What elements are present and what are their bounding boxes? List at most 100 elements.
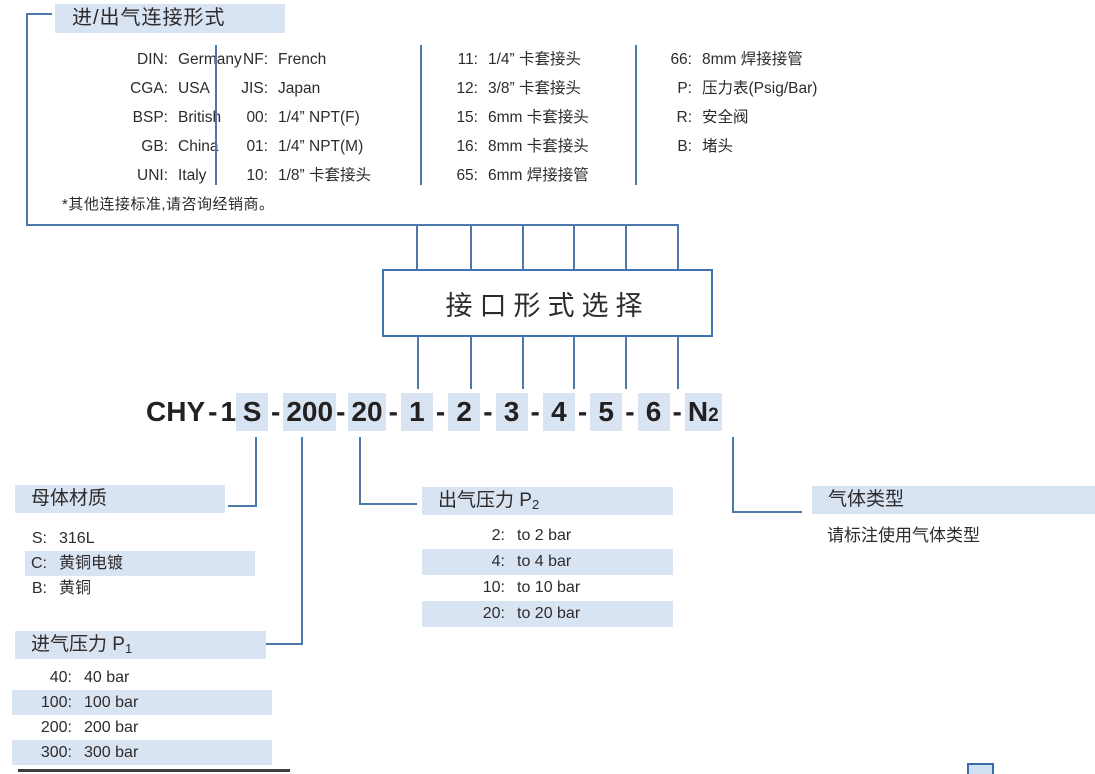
option-value: 1/8” 卡套接头 — [278, 167, 372, 184]
model-code-segment: 3 — [495, 393, 528, 431]
model-code-segment: - — [531, 393, 540, 431]
connection-option-row: 11:1/4” 卡套接头 — [445, 45, 589, 74]
connector-stub-lower-4 — [573, 337, 575, 389]
connection-option-row: 66:8mm 焊接接管 — [659, 45, 817, 74]
option-key: S: — [31, 530, 47, 547]
connector-stub-lower-1 — [417, 337, 419, 389]
connection-option-row: 01:1/4” NPT(M) — [235, 132, 371, 161]
gas-type-connector-v — [732, 437, 734, 513]
model-code-segment: 4 — [542, 393, 575, 431]
connection-option-row: 65:6mm 焊接接管 — [445, 161, 588, 190]
model-code-segment: 2 — [448, 393, 481, 431]
option-row: 40: 40 bar — [12, 665, 272, 690]
option-value: 300 bar — [84, 744, 139, 761]
connection-option-row: R:安全阀 — [659, 103, 817, 132]
option-key: CGA: — [130, 80, 168, 97]
model-code-segment: - — [673, 393, 682, 431]
option-key: 300: — [40, 744, 72, 761]
option-value: 1/4” 卡套接头 — [488, 51, 582, 68]
option-row: S:316L — [25, 526, 255, 551]
connection-option-row: 12:3/8” 卡套接头 — [445, 74, 589, 103]
option-value: 40 bar — [84, 669, 130, 686]
connection-option-row: 00:1/4” NPT(F) — [235, 103, 371, 132]
option-value: Italy — [178, 167, 207, 184]
option-value: 100 bar — [84, 694, 139, 711]
option-key: GB: — [141, 138, 168, 155]
page-corner-box — [967, 763, 994, 774]
inlet-pressure-connector-h — [266, 643, 303, 645]
model-code-text: - — [435, 396, 446, 427]
model-code-segment: 20 — [348, 393, 386, 431]
option-key: 20: — [482, 605, 505, 622]
connector-horizontal-main — [26, 224, 679, 226]
connection-option-row: 10:1/8” 卡套接头 — [235, 161, 371, 190]
option-key: 40: — [49, 669, 72, 686]
option-key: JIS: — [241, 80, 268, 97]
option-value: Germany — [178, 51, 242, 68]
connection-option-row: CGA:USA — [98, 74, 242, 103]
option-key: 65: — [456, 167, 478, 184]
option-key: 4: — [491, 553, 505, 570]
inlet-pressure-title: 进气压力 P1 — [15, 631, 266, 659]
model-code-segment: 5 — [590, 393, 623, 431]
option-value: to 4 bar — [517, 553, 572, 570]
bracket-vertical-line — [26, 13, 28, 226]
option-key: 200: — [40, 719, 72, 736]
option-value: 200 bar — [84, 719, 139, 736]
model-code-segment: - — [578, 393, 587, 431]
option-row: 20: to 20 bar — [422, 601, 673, 627]
connection-option-row: GB: China — [98, 132, 242, 161]
model-code-subscript: 2 — [708, 405, 719, 426]
connection-option-row: DIN:Germany — [98, 45, 242, 74]
option-key: 2: — [491, 527, 505, 544]
connection-column-2: NF:French JIS:Japan 00:1/4” NPT(F) 01:1/… — [235, 45, 371, 190]
port-selection-label: 接口形式选择 — [445, 290, 650, 321]
option-key: 01: — [246, 138, 268, 155]
connection-option-row: BSP:British — [98, 103, 242, 132]
option-value: to 20 bar — [517, 605, 581, 622]
connection-option-row: NF:French — [235, 45, 371, 74]
connector-stub-upper-4 — [573, 226, 575, 269]
option-value: 黄铜 — [59, 580, 92, 597]
option-value: China — [178, 138, 219, 155]
model-code-text: 20 — [351, 396, 383, 427]
column-divider-3 — [635, 45, 637, 185]
model-code-segment: 1 — [400, 393, 433, 431]
model-code: CHY - 1 S - 200 - 20 - 1 - 2 - 3 - — [146, 392, 722, 432]
connection-option-row: JIS:Japan — [235, 74, 371, 103]
connector-stub-lower-2 — [470, 337, 472, 389]
option-key: B: — [31, 580, 47, 597]
body-material-options: S:316L C:黄铜电镀 B:黄铜 — [25, 526, 255, 601]
model-code-segment: 1 — [220, 393, 236, 431]
bracket-top-tick — [26, 13, 52, 15]
connection-option-row: B:堵头 — [659, 132, 817, 161]
gas-type-connector-h — [732, 511, 802, 513]
option-value: 1/4” NPT(F) — [278, 109, 360, 126]
connector-stub-lower-6 — [677, 337, 679, 389]
model-code-text: 1 — [220, 396, 237, 427]
gas-type-description: 请标注使用气体类型 — [827, 526, 980, 545]
port-selection-box: 接口形式选择 — [382, 269, 713, 337]
model-code-segment: - — [436, 393, 445, 431]
connection-note: *其他连接标准,请咨询经销商。 — [62, 196, 275, 213]
option-key: 16: — [456, 138, 478, 155]
model-code-text: - — [271, 396, 281, 427]
connection-column-3: 11:1/4” 卡套接头 12:3/8” 卡套接头 15:6mm 卡套接头 16… — [445, 45, 589, 190]
connector-stub-upper-1 — [416, 226, 418, 269]
model-code-segment: 6 — [637, 393, 670, 431]
option-value: British — [178, 109, 222, 126]
option-key: R: — [676, 109, 693, 126]
model-code-text: - — [208, 396, 218, 427]
option-row: 200: 200 bar — [12, 715, 272, 740]
option-row: 4: to 4 bar — [422, 549, 673, 575]
model-code-segment: CHY — [146, 393, 205, 431]
inlet-pressure-options: 40:40 bar 100:100 bar 200:200 bar 300:30… — [12, 665, 272, 765]
option-row: 300: 300 bar — [12, 740, 272, 765]
connector-stub-upper-6 — [677, 226, 679, 269]
model-code-text: 200 — [286, 396, 334, 427]
option-value: 6mm 卡套接头 — [488, 109, 589, 126]
column-divider-2 — [420, 45, 422, 185]
model-code-segment: - — [336, 393, 345, 431]
outlet-pressure-connector-v — [359, 437, 361, 505]
